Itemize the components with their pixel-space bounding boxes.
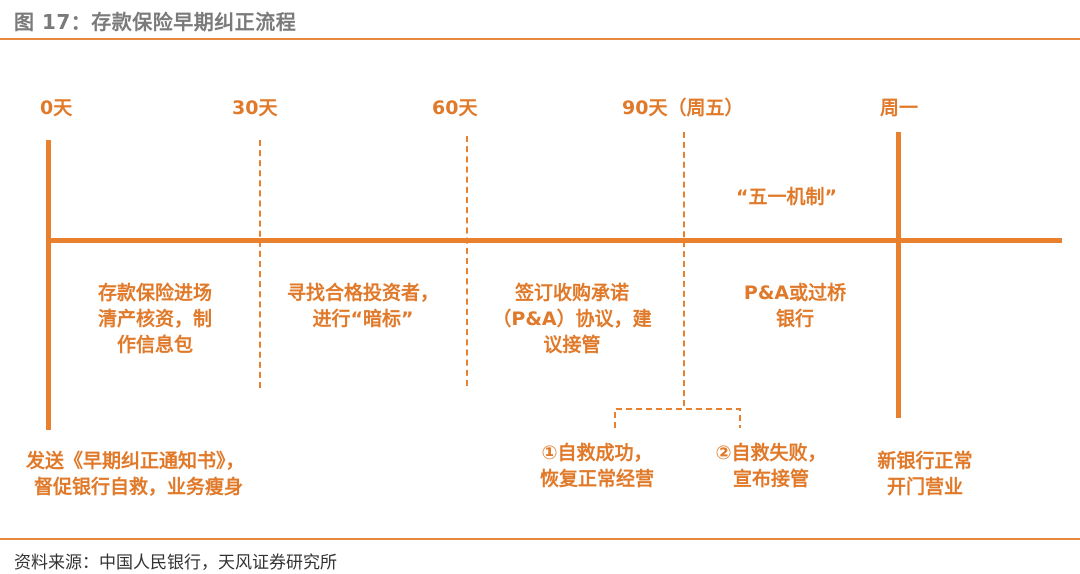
notice-line-1: 发送《早期纠正通知书》，	[26, 450, 245, 472]
phase-2-line-1: 寻找合格投资者，	[286, 282, 439, 304]
success-line-1: ①自救成功，	[541, 442, 653, 464]
start-line	[46, 140, 51, 430]
figure-title: 图 17：存款保险早期纠正流程	[14, 10, 297, 34]
top-rule	[0, 38, 1080, 40]
divider-60-days	[466, 136, 468, 386]
marker-day-60: 60天	[432, 97, 478, 119]
reopen-line-2: 开门营业	[886, 476, 963, 498]
phase-1-line-1: 存款保险进场	[97, 282, 212, 304]
failure-line-1: ②自救失败，	[715, 442, 827, 464]
phase-1-line-3: 作信息包	[116, 334, 193, 356]
marker-day-30: 30天	[232, 97, 278, 119]
source-note: 资料来源：中国人民银行，天风证券研究所	[14, 553, 337, 573]
outcome-bracket	[614, 408, 741, 428]
phase-2-line-2: 进行“暗标”	[312, 308, 414, 330]
divider-90-days	[683, 132, 685, 406]
marker-day-0: 0天	[40, 97, 73, 119]
phase-2-text: 寻找合格投资者， 进行“暗标”	[268, 280, 458, 332]
marker-monday: 周一	[880, 97, 919, 119]
self-rescue-success-text: ①自救成功， 恢复正常经营	[522, 440, 672, 492]
phase-3-text: 签订收购承诺 （P&A）协议，建 议接管	[472, 280, 672, 358]
success-line-2: 恢复正常经营	[539, 468, 654, 490]
phase-4-line-1: P&A或过桥	[743, 282, 847, 304]
phase-4-line-2: 银行	[775, 308, 814, 330]
mechanism-label: “五一机制”	[736, 186, 837, 208]
reopen-text: 新银行正常 开门营业	[860, 448, 990, 500]
failure-line-2: 宣布接管	[732, 468, 809, 490]
divider-30-days	[259, 140, 261, 388]
reopen-line-1: 新银行正常	[877, 450, 973, 472]
timeline-axis	[48, 238, 1062, 243]
phase-3-line-1: 签订收购承诺	[514, 282, 629, 304]
monday-line	[896, 132, 901, 418]
notice-line-2: 督促银行自救，业务瘦身	[34, 476, 244, 498]
phase-1-text: 存款保险进场 清产核资，制 作信息包	[60, 280, 250, 358]
phase-4-text: P&A或过桥 银行	[700, 280, 890, 332]
phase-3-line-3: 议接管	[543, 334, 601, 356]
marker-day-90-friday: 90天（周五）	[622, 97, 744, 119]
notice-text: 发送《早期纠正通知书》， 督促银行自救，业务瘦身	[26, 448, 296, 500]
phase-1-line-2: 清产核资，制	[97, 308, 212, 330]
self-rescue-failure-text: ②自救失败， 宣布接管	[706, 440, 836, 492]
bottom-rule	[0, 538, 1080, 540]
phase-3-line-2: （P&A）协议，建	[492, 308, 652, 330]
